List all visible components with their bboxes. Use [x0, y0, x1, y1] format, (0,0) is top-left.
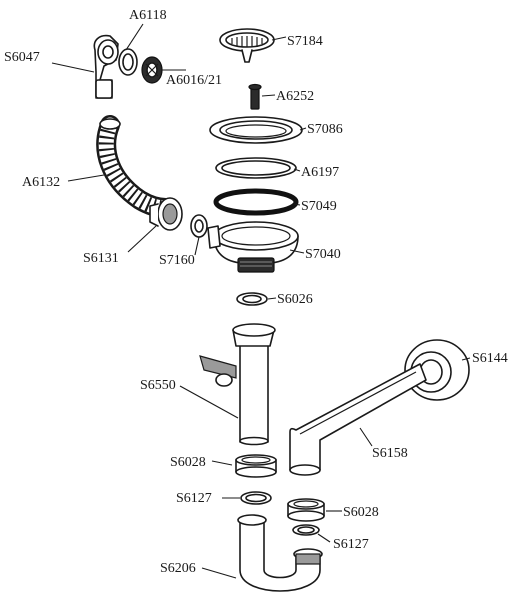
overflow-elbow-part — [93, 34, 119, 99]
washer-s6127-upper-part — [240, 491, 272, 505]
label-s6028-upper: S6028 — [170, 455, 206, 470]
label-s6026: S6026 — [277, 292, 313, 307]
p-trap-part — [237, 514, 323, 592]
sink-flange-part — [209, 116, 303, 144]
tailpiece-part — [199, 323, 276, 446]
label-a6132: A6132 — [22, 175, 60, 190]
label-a6016: A6016/21 — [166, 73, 222, 88]
label-a6118: A6118 — [129, 8, 167, 23]
label-s6047: S6047 — [4, 50, 40, 65]
waste-arm-part — [289, 363, 427, 476]
label-a6197: A6197 — [301, 165, 339, 180]
gasket-a6197-part — [215, 157, 297, 179]
washer-s6026-part — [236, 292, 268, 306]
label-s6206: S6206 — [160, 561, 196, 576]
label-s6131: S6131 — [83, 251, 119, 266]
screw-a6252-part — [248, 83, 262, 110]
washer-s6127-lower-part — [292, 524, 320, 536]
label-s6144: S6144 — [472, 351, 508, 366]
label-s7040: S7040 — [305, 247, 341, 262]
washer-a6118-part — [118, 48, 138, 76]
label-s7184: S7184 — [287, 34, 323, 49]
label-s6158: S6158 — [372, 446, 408, 461]
hose-coupling-part — [149, 197, 183, 231]
rubber-ring-s7049-part — [213, 188, 299, 216]
label-a6252: A6252 — [276, 89, 314, 104]
washer-s7160-part — [190, 214, 208, 238]
label-s6127-lower: S6127 — [333, 537, 369, 552]
label-s6127-upper: S6127 — [176, 491, 212, 506]
leader-lines — [51, 23, 471, 579]
label-s7160: S7160 — [159, 253, 195, 268]
flexible-hose-part — [96, 115, 176, 218]
overflow-grille-part — [141, 56, 163, 84]
label-s6028-lower: S6028 — [343, 505, 379, 520]
part-labels: S6047 A6118 A6016/21 S7184 A6252 S7086 A… — [4, 8, 508, 576]
slip-nut-lower-part — [287, 498, 325, 522]
label-s6550: S6550 — [140, 378, 176, 393]
drain-body-part — [207, 221, 299, 273]
label-s7049: S7049 — [301, 199, 337, 214]
label-s7086: S7086 — [307, 122, 343, 137]
slip-nut-upper-part — [235, 454, 277, 478]
strainer-basket-part — [219, 28, 275, 63]
